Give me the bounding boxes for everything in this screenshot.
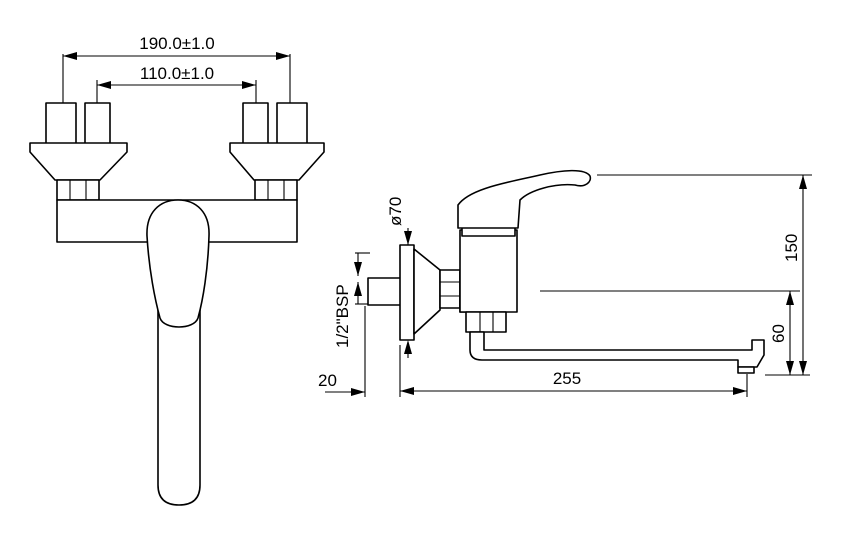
front-view: 190.0±1.0 110.0±1.0: [29, 34, 325, 506]
left-wall-connector: [29, 102, 128, 201]
dimension-inner-width: 110.0±1.0: [96, 64, 257, 105]
side-view: ø70 1/2"BSP 20: [318, 169, 812, 397]
dimension-total-height-label: 150: [782, 234, 801, 262]
dimension-flange-diameter: ø70: [386, 197, 412, 358]
dimension-inlet-offset-label: 20: [318, 371, 337, 390]
side-flange-cone: [413, 248, 441, 335]
front-spout: [157, 299, 201, 506]
right-wall-connector: [229, 102, 325, 201]
dimension-outer-label: 190.0±1.0: [139, 34, 215, 53]
side-spout: [469, 331, 765, 368]
dimension-spout-length: 255: [399, 345, 748, 397]
side-aerator: [737, 366, 755, 374]
dimension-outer-width: 190.0±1.0: [62, 34, 291, 105]
side-lever-handle: [457, 169, 592, 229]
dimension-spout-length-label: 255: [553, 369, 581, 388]
side-inlet-pipe: [367, 277, 403, 306]
front-lever-handle: [146, 199, 210, 328]
dimension-flange-diameter-label: ø70: [386, 197, 405, 226]
side-nut: [439, 269, 461, 309]
side-wall-flange: [399, 244, 415, 341]
dimension-spout-height: 60: [540, 290, 810, 376]
side-spout-nut: [465, 311, 507, 333]
dimension-total-height: 150: [597, 174, 812, 375]
dimension-inlet-offset: 20: [318, 306, 366, 397]
dimension-thread-label: 1/2"BSP: [333, 284, 352, 348]
side-mixer-body: [459, 229, 518, 313]
dimension-inner-label: 110.0±1.0: [140, 64, 214, 83]
dimension-spout-height-label: 60: [769, 324, 788, 343]
dimension-thread: 1/2"BSP: [333, 252, 370, 348]
